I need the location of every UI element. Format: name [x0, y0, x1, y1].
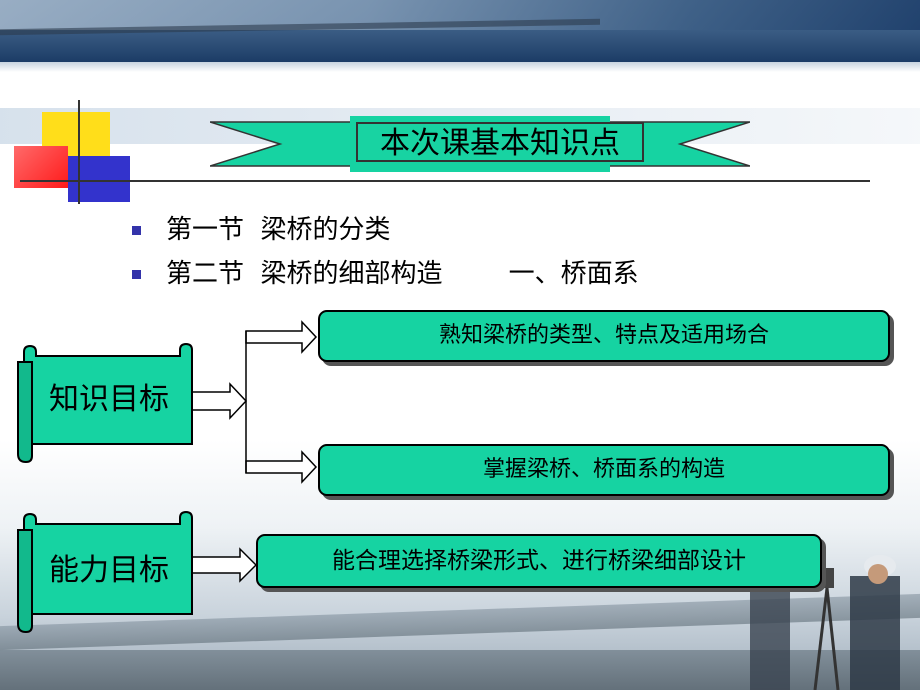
bullet-marker-icon [132, 270, 141, 279]
ability-goal-label: 能力目标 [49, 553, 169, 588]
arrow-right-icon [189, 547, 258, 583]
bullet-list: 第一节 梁桥的分类 第二节 梁桥的细部构造 一、桥面系 [132, 210, 639, 298]
ability-target-box: 能合理选择桥梁形式、进行桥梁细部设计 [256, 534, 822, 588]
bullet-marker-icon [132, 226, 141, 235]
arrow-right-icon [245, 450, 318, 484]
bullet-text: 第一节 梁桥的分类 [166, 215, 391, 245]
header-banner-photo [0, 0, 920, 62]
knowledge-target-box: 掌握梁桥、桥面系的构造 [318, 444, 890, 496]
knowledge-target-box: 熟知梁桥的类型、特点及适用场合 [318, 310, 890, 362]
bullet-text: 第二节 梁桥的细部构造 一、桥面系 [166, 259, 639, 289]
decor-horizontal-line [20, 180, 870, 182]
bullet-item: 第二节 梁桥的细部构造 一、桥面系 [132, 254, 639, 298]
arrow-right-icon [245, 320, 318, 354]
banner-shadow [0, 62, 920, 72]
bullet-item: 第一节 梁桥的分类 [132, 210, 391, 254]
surveyor-workers-illustration [750, 555, 900, 690]
decor-vertical-line [78, 100, 80, 204]
slide-title: 本次课基本知识点 [356, 122, 644, 162]
arrow-right-icon [189, 382, 248, 420]
knowledge-goal-label: 知识目标 [49, 382, 169, 417]
